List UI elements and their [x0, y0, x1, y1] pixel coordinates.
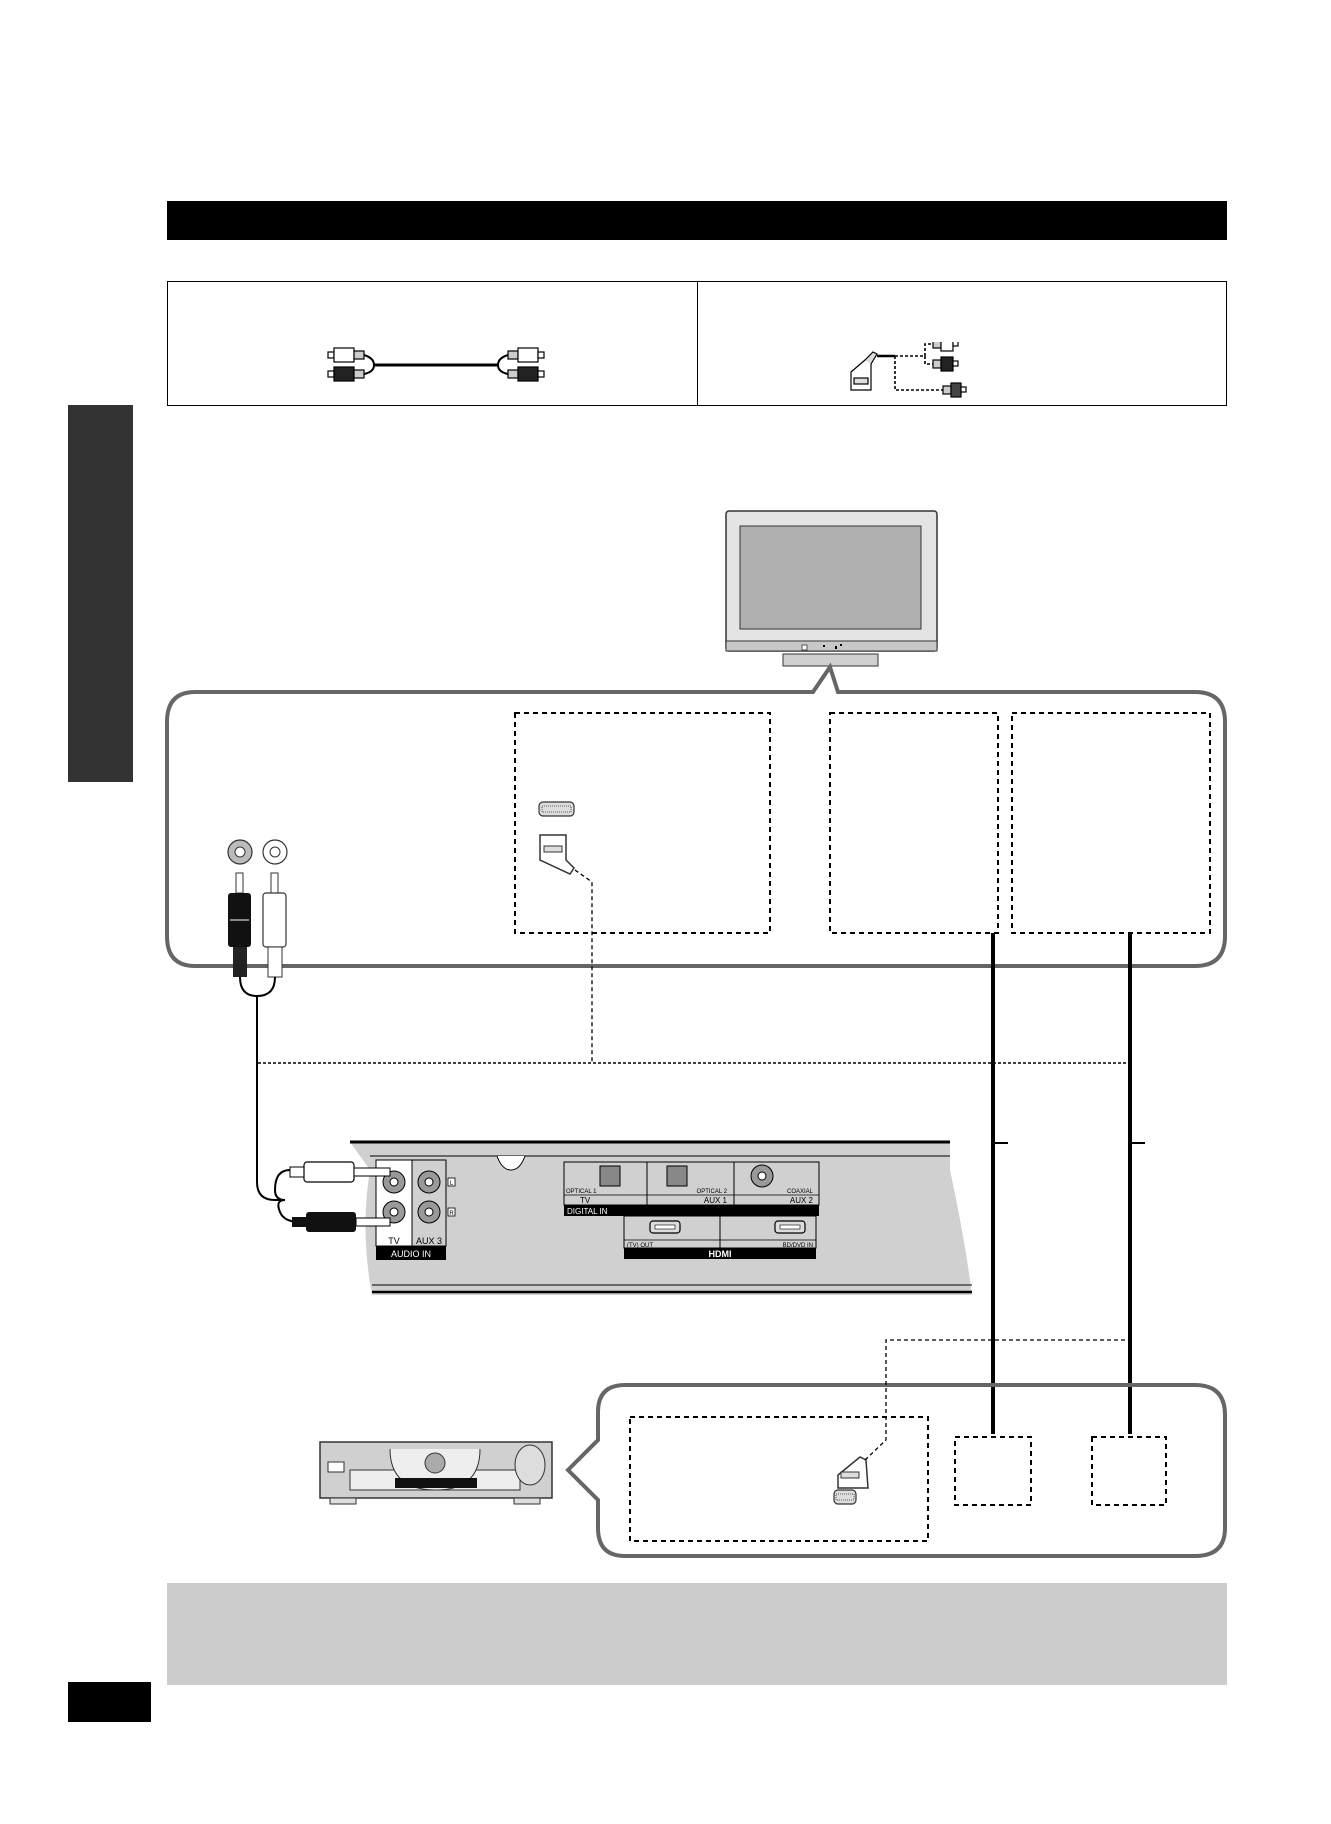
channel-right-label: R: [449, 1211, 454, 1217]
page-number-tab: [68, 1682, 151, 1722]
digital-in-label: DIGITAL IN: [567, 1207, 608, 1216]
cable-cell-audio: [168, 282, 697, 405]
tv-rear-callout-frame: [165, 662, 1227, 968]
hdmi-bddvd-in-label: BD/DVD IN: [783, 1243, 813, 1249]
player-scart-terminal-box: [629, 1416, 929, 1542]
section-header-bar: [167, 201, 1227, 240]
tv-scart-terminal-box: [514, 712, 771, 934]
required-cables-table: [167, 281, 1227, 406]
player-rear-callout-frame: [565, 1383, 1227, 1558]
tv-scart-socket-icon: [538, 801, 575, 817]
digital-port-type-optical1: OPTICAL 1: [566, 1189, 597, 1195]
scart-cable-tv: [574, 869, 593, 1063]
audio-cable-icon: [327, 347, 545, 382]
television-icon: [725, 510, 938, 667]
tv-scart-plug-icon: [539, 834, 575, 875]
player-optical-terminal-box: [954, 1436, 1032, 1506]
digital-in-terminal-block: OPTICAL 1 TV OPTICAL 2 AUX 1 COAXIAL AUX…: [563, 1161, 820, 1216]
note-box: [167, 1583, 1227, 1685]
digital-port-source-aux2: AUX 2: [790, 1196, 814, 1205]
digital-port-source-aux1: AUX 1: [704, 1196, 728, 1205]
hdmi-logo: HDMI: [709, 1249, 732, 1259]
hdmi-tv-out-label: (TV) OUT: [627, 1243, 653, 1249]
channel-left-label: L: [450, 1181, 454, 1187]
tv-audio-out-jacks: [227, 839, 288, 865]
scart-cable-player: [864, 1339, 1128, 1461]
audio-in-col-aux3: AUX 3: [416, 1236, 442, 1246]
audio-cable-plugs-tv: [228, 872, 287, 998]
tv-optical-terminal-box: [829, 712, 999, 934]
chapter-side-tab: [68, 405, 133, 782]
digital-port-type-coaxial: COAXIAL: [787, 1189, 814, 1195]
bd-dvd-player-icon: [319, 1441, 553, 1505]
digital-port-source-tv: TV: [580, 1196, 591, 1205]
hdmi-terminal-block: (TV) OUT BD/DVD IN HDMI: [623, 1215, 817, 1259]
cable-cell-scart: [696, 282, 1227, 405]
audio-cable: [256, 996, 285, 1201]
audio-cable-plugs-unit: [289, 1161, 391, 1232]
audio-in-col-tv: TV: [388, 1236, 400, 1246]
digital-port-type-optical2: OPTICAL 2: [697, 1189, 728, 1195]
tv-hdmi-terminal-box: [1011, 712, 1211, 934]
player-scart-socket-icon: [833, 1489, 857, 1505]
scart-adapter-cable-icon: [849, 342, 967, 398]
audio-in-terminal-block: TV AUX 3 AUDIO IN L R: [375, 1159, 456, 1260]
player-scart-plug-icon: [837, 1456, 869, 1489]
audio-in-label: AUDIO IN: [391, 1249, 431, 1259]
player-hdmi-terminal-box: [1091, 1436, 1167, 1506]
